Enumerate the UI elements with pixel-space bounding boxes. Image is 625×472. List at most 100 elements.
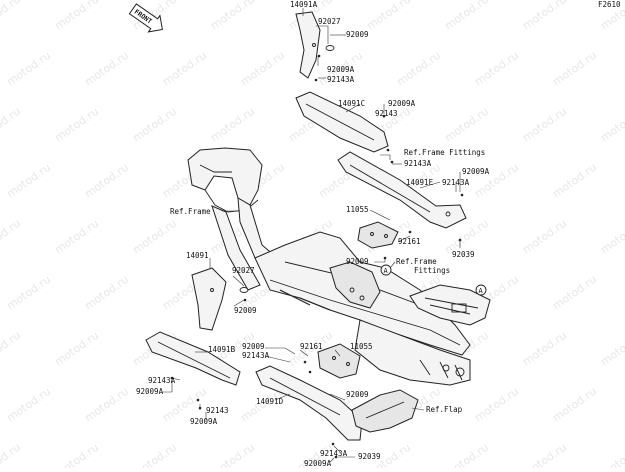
callout-92143-2: 92143 bbox=[206, 406, 229, 415]
callout-92009-bot: 92009 bbox=[346, 390, 369, 399]
callout-14091a: 14091A bbox=[290, 0, 318, 9]
reference-marker-a-1: A bbox=[380, 264, 392, 276]
watermark-text: motod.ru bbox=[82, 385, 131, 425]
watermark-text: motod.ru bbox=[0, 441, 23, 468]
watermark-text: motod.ru bbox=[520, 0, 569, 32]
marker-a-label-2: A bbox=[479, 287, 484, 295]
callout-92143a-2: 92143A bbox=[404, 159, 432, 168]
watermark-text: motod.ru bbox=[550, 161, 599, 201]
callout-92143a-1: 92143A bbox=[327, 75, 355, 84]
part-11055-upper bbox=[357, 221, 399, 249]
watermark-text: motod.ru bbox=[520, 329, 569, 369]
callout-92143-1: 92143 bbox=[375, 109, 398, 118]
watermark-text: motod.ru bbox=[0, 217, 23, 257]
callout-92009a-5: 92009A bbox=[190, 417, 218, 426]
watermark-text: motod.ru bbox=[208, 441, 257, 468]
footwell-plate bbox=[409, 284, 491, 326]
watermark-text: motod.ru bbox=[208, 105, 257, 145]
callout-92143a-4: 92143A bbox=[242, 351, 270, 360]
part-14091c bbox=[295, 91, 389, 153]
watermark-text: motod.ru bbox=[598, 217, 625, 257]
callout-92027-top: 92027 bbox=[318, 17, 341, 26]
watermark-text: motod.ru bbox=[4, 273, 53, 313]
callout-92143a-6: 92143A bbox=[320, 449, 348, 458]
watermark-text: motod.ru bbox=[442, 105, 491, 145]
washer-92027-top bbox=[325, 45, 335, 51]
callout-11055-2: 11055 bbox=[350, 342, 373, 351]
watermark-text: motod.ru bbox=[550, 49, 599, 89]
callout-92009-left: 92009 bbox=[234, 306, 257, 315]
watermark-text: motod.ru bbox=[4, 385, 53, 425]
watermark-text: motod.ru bbox=[52, 441, 101, 468]
flap bbox=[351, 389, 419, 433]
watermark-text: motod.ru bbox=[598, 441, 625, 468]
watermark-text: motod.ru bbox=[442, 0, 491, 32]
watermark-text: motod.ru bbox=[598, 329, 625, 369]
callout-92009a-2: 92009A bbox=[388, 99, 416, 108]
callout-ref-frame-fittings-1: Ref.Frame Fittings bbox=[404, 148, 485, 157]
part-14091b bbox=[145, 331, 241, 386]
watermark-text: motod.ru bbox=[520, 105, 569, 145]
callout-92039-1: 92039 bbox=[452, 250, 475, 259]
watermark-text: motod.ru bbox=[130, 105, 179, 145]
part-14091a bbox=[295, 11, 321, 79]
watermark-text: motod.ru bbox=[442, 441, 491, 468]
callout-14091: 14091 bbox=[186, 251, 209, 260]
marker-a-label-1: A bbox=[384, 267, 389, 275]
frame-assembly bbox=[187, 147, 471, 386]
leader-lines bbox=[162, 8, 461, 463]
callout-92009-top: 92009 bbox=[346, 30, 369, 39]
watermark-text: motod.ru bbox=[130, 441, 179, 468]
watermark-text: motod.ru bbox=[550, 273, 599, 313]
watermark-text: motod.ru bbox=[52, 217, 101, 257]
watermark-text: motod.ru bbox=[4, 49, 53, 89]
watermark-text: motod.ru bbox=[130, 217, 179, 257]
callout-92009-low: 92009 bbox=[242, 342, 265, 351]
watermark-text: motod.ru bbox=[52, 329, 101, 369]
watermark-text: motod.ru bbox=[82, 49, 131, 89]
callout-92009a-4: 92009A bbox=[136, 387, 164, 396]
watermark-text: motod.ru bbox=[0, 329, 23, 369]
watermark-text: motod.ru bbox=[394, 49, 443, 89]
watermark-text: motod.ru bbox=[472, 385, 521, 425]
watermark-text: motod.ru bbox=[472, 49, 521, 89]
watermark-text: motod.ru bbox=[550, 385, 599, 425]
callout-92039-2: 92039 bbox=[358, 452, 381, 461]
callout-92009a-6: 92009A bbox=[304, 459, 332, 468]
callout-14091d: 14091D bbox=[256, 397, 284, 406]
callout-14091e: 14091E bbox=[406, 178, 434, 187]
callout-11055-1: 11055 bbox=[346, 205, 369, 214]
fasteners bbox=[170, 54, 464, 459]
callout-ref-frame-fittings-2a: Ref.Frame bbox=[396, 257, 437, 266]
part-11055-lower bbox=[317, 343, 361, 379]
watermark-text: motod.ru bbox=[520, 217, 569, 257]
watermark-text: motod.ru bbox=[208, 0, 257, 32]
part-14091 bbox=[191, 267, 227, 331]
watermark-text: motod.ru bbox=[52, 0, 101, 32]
watermark-text: motod.ru bbox=[238, 49, 287, 89]
callout-92027-left: 92027 bbox=[232, 266, 255, 275]
reference-marker-a-2: A bbox=[475, 284, 487, 296]
watermark-text: motod.ru bbox=[520, 441, 569, 468]
watermark-text: motod.ru bbox=[82, 161, 131, 201]
watermark-text: motod.ru bbox=[4, 161, 53, 201]
callout-92143a-5: 92143A bbox=[148, 376, 176, 385]
part-14091e bbox=[337, 151, 467, 229]
watermark-text: motod.ru bbox=[0, 105, 23, 145]
watermark-text: motod.ru bbox=[52, 105, 101, 145]
watermark-text: motod.ru bbox=[160, 49, 209, 89]
callout-92161-2: 92161 bbox=[300, 342, 323, 351]
callout-92009-mid: 92009 bbox=[346, 257, 369, 266]
watermark-text: motod.ru bbox=[598, 105, 625, 145]
callouts: 14091A 92027 92009 92009A 92143A 14091C … bbox=[136, 0, 490, 468]
callout-ref-frame-fittings-2b: Fittings bbox=[414, 266, 450, 275]
callout-ref-frame: Ref.Frame bbox=[170, 207, 211, 216]
watermark-text: motod.ru bbox=[82, 273, 131, 313]
watermark-text: motod.ru bbox=[0, 0, 23, 32]
washer-92027-left bbox=[239, 287, 249, 293]
watermark-text: motod.ru bbox=[364, 0, 413, 32]
callout-92161-1: 92161 bbox=[398, 237, 421, 246]
diagram-code: F2610 bbox=[598, 0, 621, 9]
